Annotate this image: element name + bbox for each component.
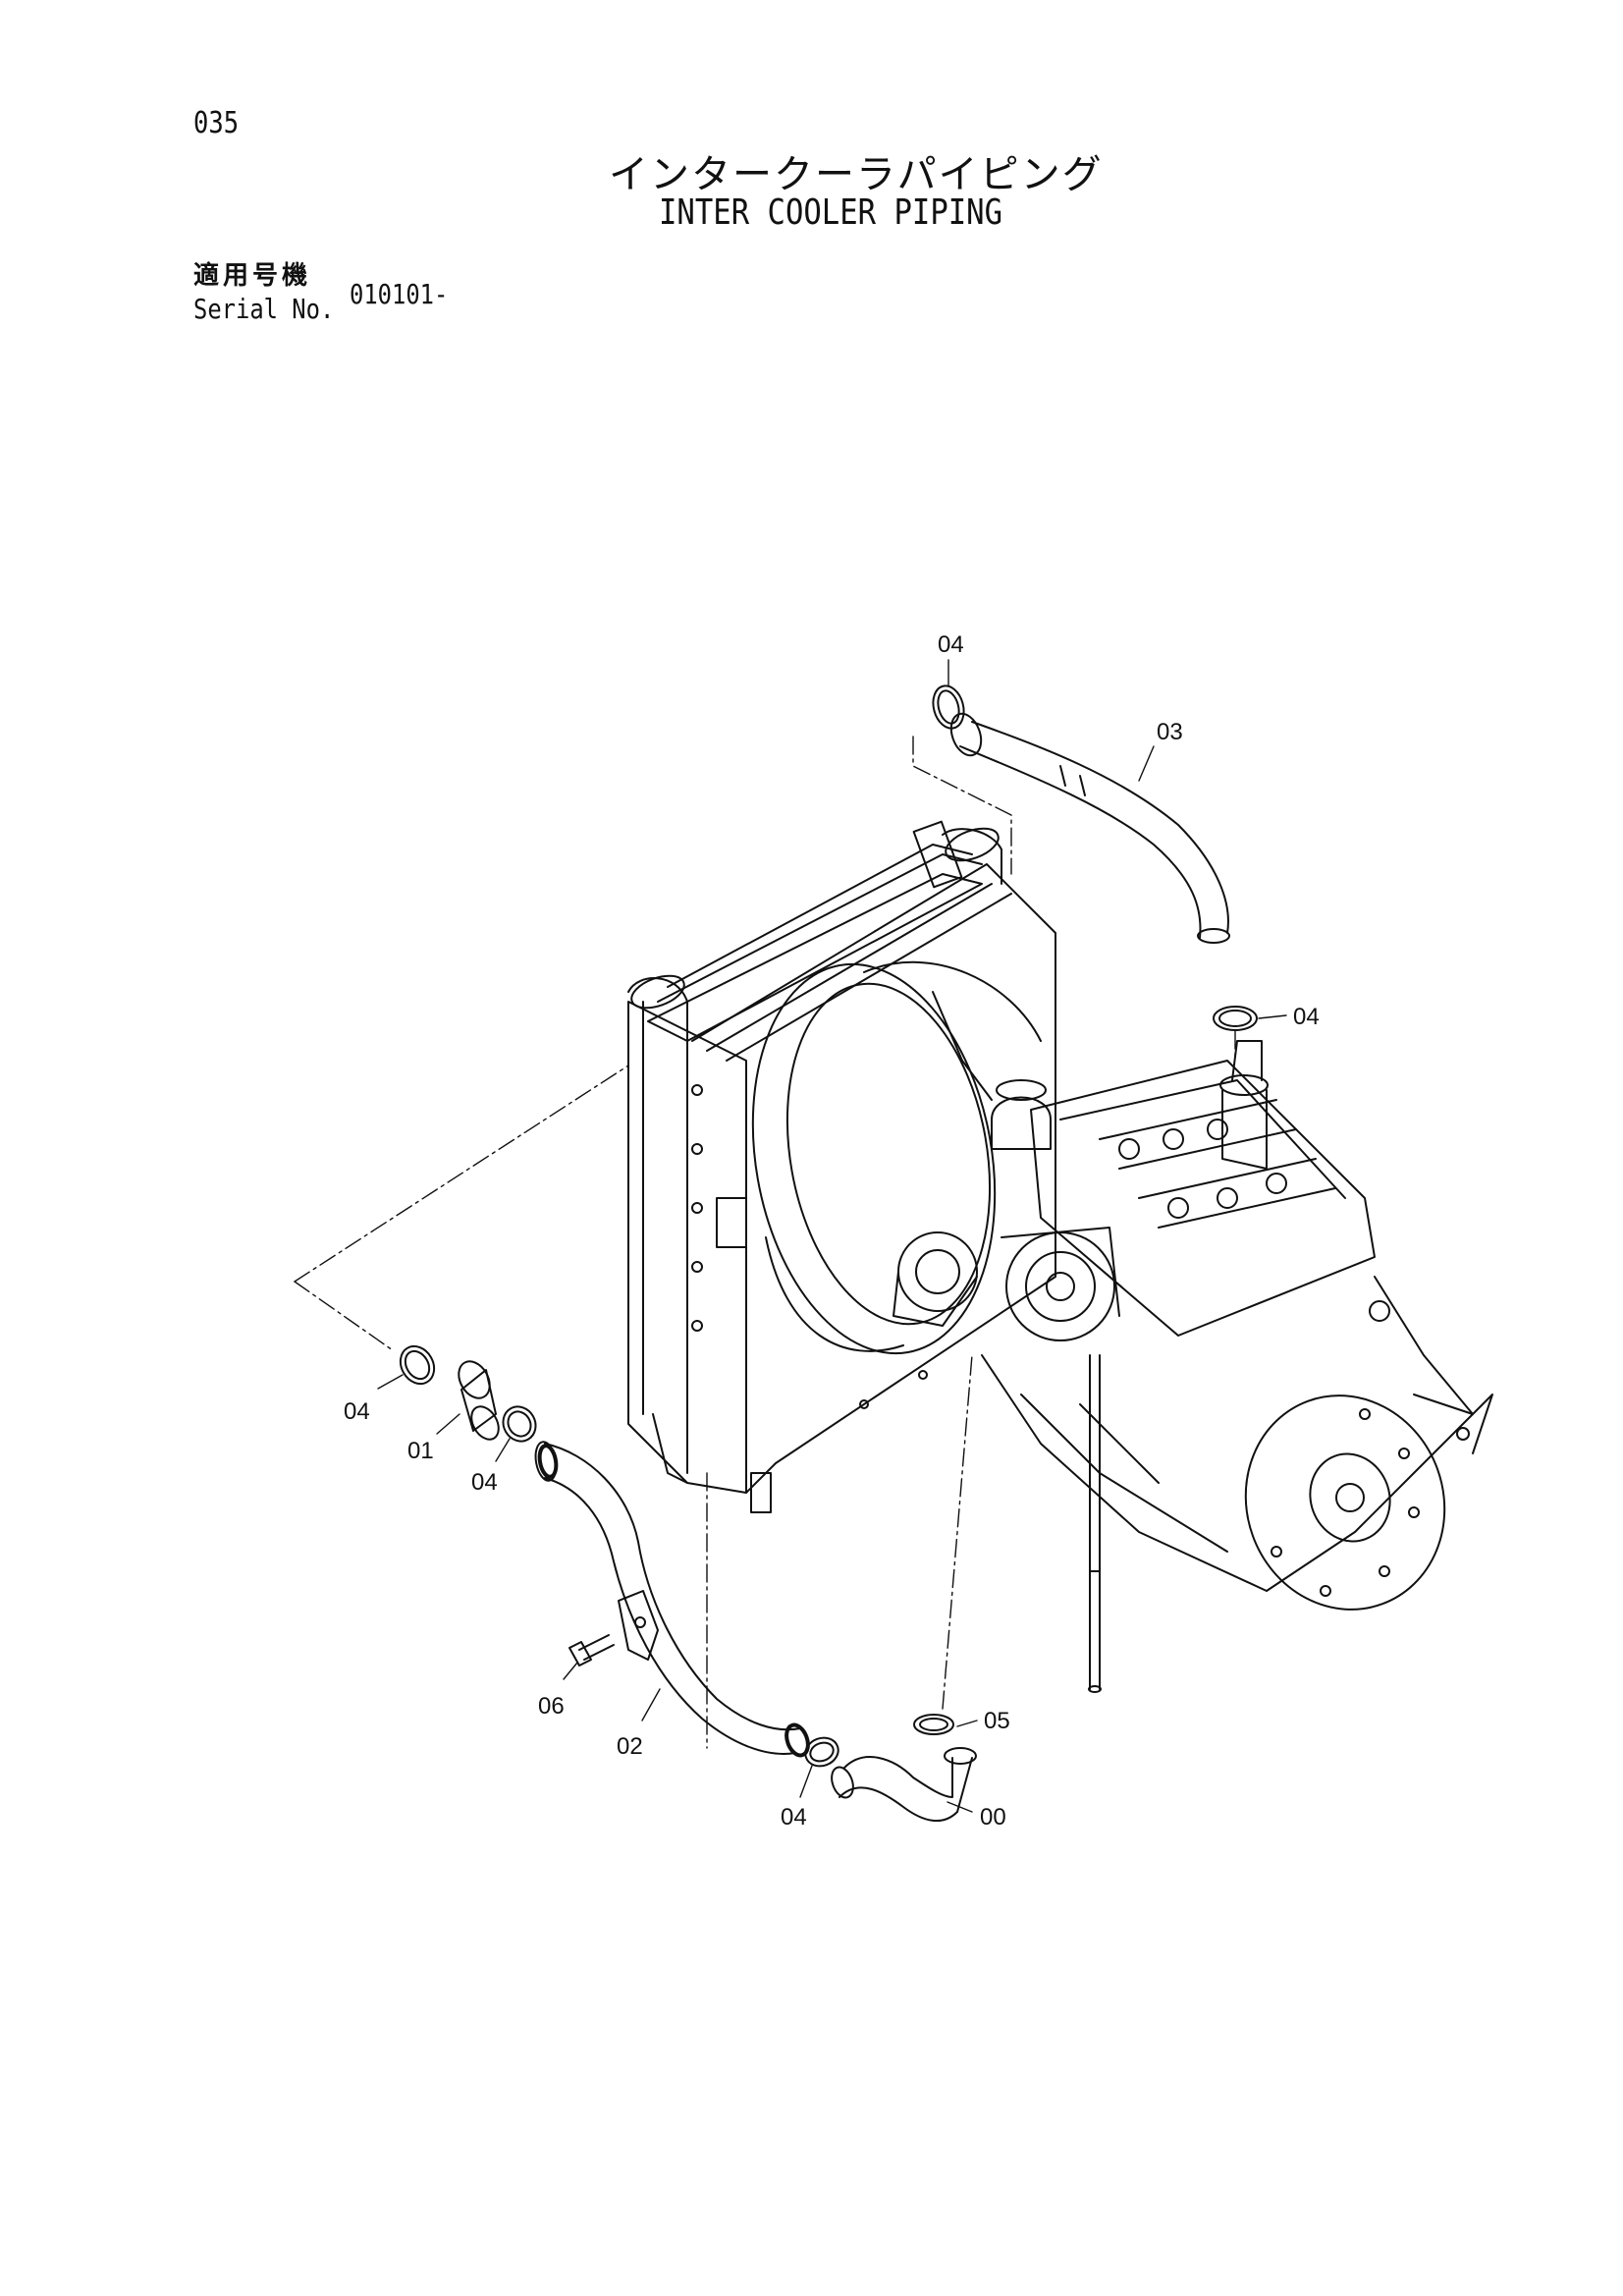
callout-04-left: 04 <box>344 1398 370 1425</box>
callout-05: 05 <box>984 1708 1010 1734</box>
part-01-short-hose[interactable] <box>453 1356 505 1445</box>
serial-label-japanese: 適用号機 <box>193 261 312 291</box>
callout-04-bottom: 04 <box>781 1804 807 1831</box>
radiator-intercooler-assembly <box>627 820 1056 1513</box>
part-04-clamp-top[interactable] <box>929 683 968 732</box>
callout-06: 06 <box>538 1693 565 1720</box>
serial-label-english: Serial No. <box>193 293 335 325</box>
part-04-clamp-right[interactable] <box>1213 1006 1258 1031</box>
part-05-clamp[interactable] <box>913 1714 954 1735</box>
callout-04-top: 04 <box>938 631 964 658</box>
callout-04-right: 04 <box>1293 1004 1320 1030</box>
assembly-leader-lines <box>294 736 1236 1749</box>
fan-shroud <box>751 960 1042 1355</box>
page-title-english: INTER COOLER PIPING <box>659 192 1003 233</box>
serial-number-value: 010101- <box>350 278 449 310</box>
callout-04-mid: 04 <box>471 1469 498 1496</box>
callout-02: 02 <box>617 1733 643 1760</box>
part-04-clamp-left[interactable] <box>394 1340 441 1391</box>
callout-03: 03 <box>1157 719 1183 745</box>
page-number: 035 <box>193 106 240 140</box>
callout-01: 01 <box>407 1438 434 1464</box>
part-03-upper-hose[interactable] <box>946 710 1230 944</box>
part-00-elbow-hose[interactable] <box>828 1747 977 1823</box>
page-title-japanese: インタークーラパイピング <box>609 152 1104 197</box>
callout-00: 00 <box>980 1804 1006 1831</box>
part-02-lower-pipe[interactable] <box>533 1441 812 1759</box>
engine-block <box>893 1040 1493 1693</box>
part-04-clamp-mid[interactable] <box>497 1400 542 1447</box>
part-06-bolt[interactable] <box>568 1634 615 1667</box>
callout-labels <box>377 659 1287 1813</box>
part-04-clamp-bottom[interactable] <box>801 1733 842 1771</box>
